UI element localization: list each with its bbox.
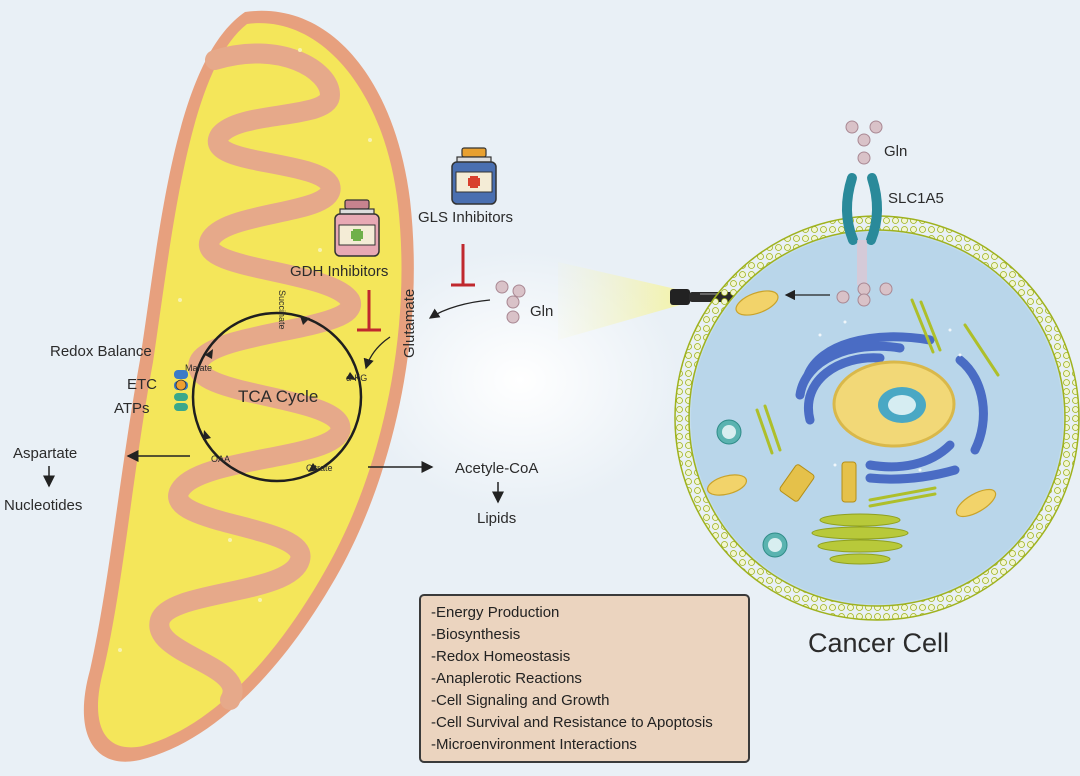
flashlight-beam — [558, 262, 680, 340]
gdh-inhibition-mark — [357, 290, 381, 332]
succinate-label: Succinate — [277, 290, 287, 330]
function-item: -Cell Survival and Resistance to Apoptos… — [431, 714, 713, 731]
oaa-label: OAA — [211, 454, 230, 464]
tca-cycle — [191, 311, 363, 483]
mitochondrion — [83, 10, 414, 762]
atps-label: ATPs — [114, 400, 150, 417]
gdh-inhibitors-label: GDH Inhibitors — [290, 263, 388, 280]
aspartate-label: Aspartate — [13, 445, 77, 462]
slc1a5-label: SLC1A5 — [888, 190, 944, 207]
function-item: -Cell Signaling and Growth — [431, 692, 610, 709]
gln-molecules-inside — [836, 282, 893, 307]
slc1a5-transporter-icon — [841, 173, 883, 285]
citrate-label: Citrate — [306, 463, 333, 473]
malate-label: Malate — [185, 363, 212, 373]
nucleotides-label: Nucleotides — [4, 497, 82, 514]
microtubules — [755, 298, 1000, 508]
small-mitochondria — [706, 290, 997, 518]
endoplasmic-reticulum — [795, 332, 988, 484]
cancer-cell — [674, 215, 1080, 621]
function-item: -Biosynthesis — [431, 626, 521, 643]
function-item: -Energy Production — [431, 604, 560, 621]
gls-inhibition-mark — [451, 244, 475, 287]
tca-cycle-label: TCA Cycle — [238, 387, 318, 406]
gln-molecules-top — [845, 120, 883, 165]
functions-box: -Energy Production -Biosynthesis -Redox … — [419, 594, 750, 763]
gln-molecules-middle — [495, 280, 526, 324]
etc-label: ETC — [127, 376, 157, 393]
gln-top-label: Gln — [884, 143, 907, 160]
redox-balance-label: Redox Balance — [50, 343, 152, 360]
function-item: -Redox Homeostasis — [431, 648, 571, 665]
gls-inhibitors-label: GLS Inhibitors — [418, 209, 513, 226]
gdh-inhibitor-bottle-icon — [334, 199, 380, 257]
acetyl-coa-label: Acetyle-CoA — [455, 460, 538, 477]
function-item: -Microenvironment Interactions — [431, 736, 637, 753]
gln-middle-label: Gln — [530, 303, 553, 320]
glutamate-to-akg-arrow — [363, 336, 391, 370]
function-item: -Anaplerotic Reactions — [431, 670, 582, 687]
gln-to-glutamate-arrow — [428, 299, 491, 319]
etc-complex-icon — [174, 370, 188, 411]
glutamate-label: Glutamate — [401, 289, 418, 358]
gls-inhibitor-bottle-icon — [451, 147, 497, 205]
cancer-cell-title: Cancer Cell — [808, 628, 949, 658]
akg-label: α-KG — [346, 373, 367, 383]
golgi-apparatus — [811, 513, 909, 565]
lipids-label: Lipids — [477, 510, 516, 527]
centrioles — [779, 461, 857, 503]
